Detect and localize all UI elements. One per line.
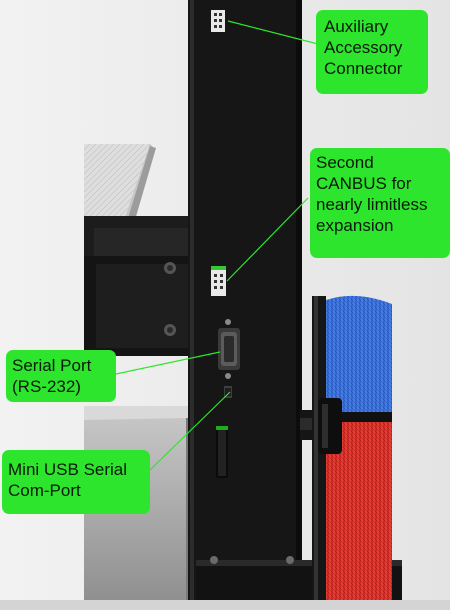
callout-line: nearly limitless	[316, 195, 428, 214]
callout-auxiliary-accessory-connector: Auxiliary Accessory Connector	[316, 10, 428, 94]
callout-mini-usb-serial-com-port: Mini USB Serial Com-Port	[2, 450, 150, 514]
callout-line: Com-Port	[8, 481, 81, 500]
callout-line: Accessory	[324, 38, 403, 57]
callout-line: (RS-232)	[12, 377, 81, 396]
callout-line: Auxiliary	[324, 17, 389, 36]
callout-line: Connector	[324, 59, 403, 78]
callout-second-canbus: Second CANBUS for nearly limitless expan…	[310, 148, 450, 258]
callout-line: Serial Port	[12, 356, 92, 375]
callout-line: expansion	[316, 216, 394, 235]
callout-line: CANBUS for	[316, 174, 412, 193]
callout-serial-port: Serial Port (RS-232)	[6, 350, 116, 402]
callout-line: Mini USB Serial	[8, 460, 128, 479]
callout-line: Second	[316, 153, 374, 172]
